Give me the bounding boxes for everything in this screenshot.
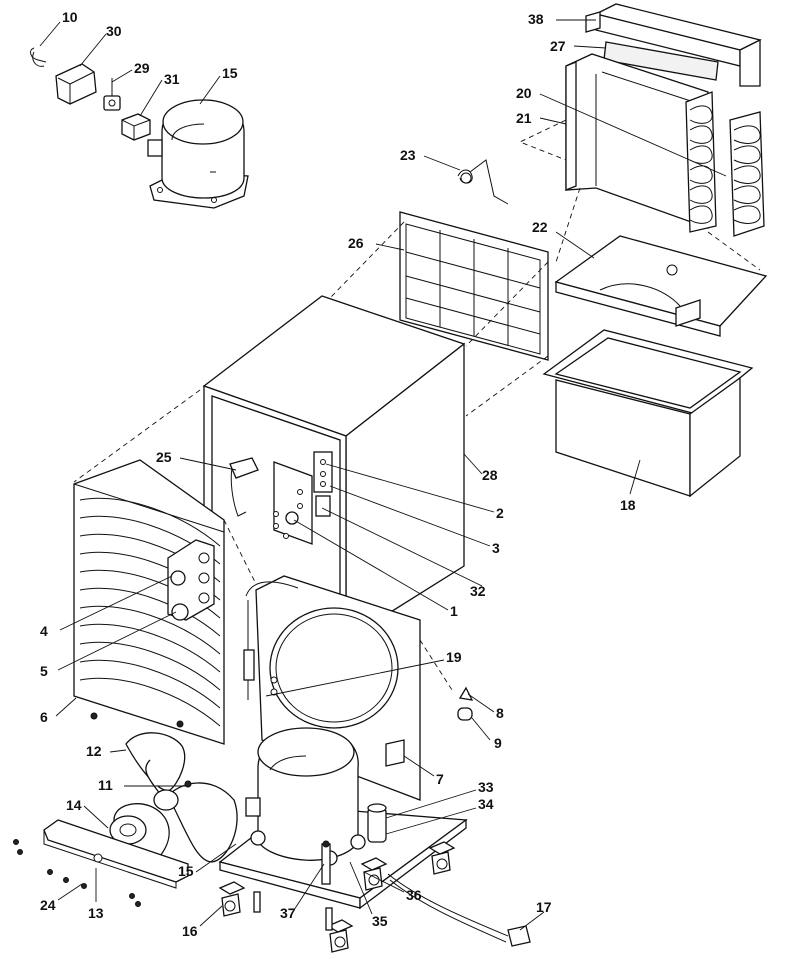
- callout-14: 14: [66, 797, 82, 813]
- wire-clip-part-10: [30, 47, 47, 67]
- callout-6: 6: [40, 709, 48, 725]
- insulation-strip-part-27: [603, 41, 719, 81]
- callout-16: 16: [182, 923, 198, 939]
- filter-grille-part-26: [399, 211, 549, 361]
- callout-21: 21: [516, 110, 532, 126]
- callout-3: 3: [492, 540, 500, 556]
- wire-harness-part-25: [229, 457, 259, 517]
- callout-27: 27: [550, 38, 566, 54]
- control-panel-parts-4-5: [167, 539, 215, 621]
- callout-30: 30: [106, 23, 122, 39]
- callout-26: 26: [348, 235, 364, 251]
- callout-10: 10: [62, 9, 78, 25]
- callout-35: 35: [372, 913, 388, 929]
- assembly-guides: [73, 119, 761, 691]
- callout-23: 23: [400, 147, 416, 163]
- standoff-part-37: [321, 840, 331, 885]
- callout-5: 5: [40, 663, 48, 679]
- caster-front: [326, 919, 354, 953]
- fan-cap-part-11: [184, 780, 192, 788]
- callout-28: 28: [482, 467, 498, 483]
- compressor-part-15-top: [147, 99, 249, 209]
- callout-20: 20: [516, 85, 532, 101]
- callout-7: 7: [436, 771, 444, 787]
- callout-25: 25: [156, 449, 172, 465]
- callout-8: 8: [496, 705, 504, 721]
- callout-22: 22: [532, 219, 548, 235]
- callout-17: 17: [536, 899, 552, 915]
- callout-9: 9: [494, 735, 502, 751]
- caster-back: [360, 857, 388, 891]
- callout-12: 12: [86, 743, 102, 759]
- callout-13: 13: [88, 905, 104, 921]
- relay-cover-part-30: [55, 63, 97, 105]
- callout-38: 38: [528, 11, 544, 27]
- switch-plate-parts-2-3-32-1: [273, 451, 333, 545]
- caster-right: [428, 841, 456, 875]
- callout-4: 4: [40, 623, 48, 639]
- callout-37: 37: [280, 905, 296, 921]
- motor-bracket-part-13: [13, 819, 189, 907]
- evaporator-part-20-21: [565, 53, 765, 237]
- water-tank-part-18: [542, 329, 754, 498]
- relay-part-31: [121, 113, 151, 141]
- callout-15-top: 15: [222, 65, 238, 81]
- evaporator-tray-part-22: [554, 235, 768, 337]
- callout-15-base: 15: [178, 863, 194, 879]
- thermostat-bulb-part-23: [457, 159, 509, 205]
- callout-1: 1: [450, 603, 458, 619]
- callout-36: 36: [406, 887, 422, 903]
- front-panel-part-6: [73, 459, 225, 745]
- caster-left: [218, 881, 246, 917]
- callout-19: 19: [446, 649, 462, 665]
- leader-lines: [39, 19, 727, 931]
- callout-31: 31: [164, 71, 180, 87]
- callout-11: 11: [98, 777, 113, 793]
- callout-32: 32: [470, 583, 486, 599]
- thermistor-parts-8-9: [457, 686, 474, 721]
- cabinet-part-28: [202, 295, 466, 642]
- top-cover-part-38: [585, 3, 762, 87]
- callout-29: 29: [134, 60, 150, 76]
- power-cord-part-17: [387, 873, 531, 947]
- callout-33: 33: [478, 779, 494, 795]
- callout-18: 18: [620, 497, 636, 513]
- callout-34: 34: [478, 796, 494, 812]
- callout-labels: 10 30 29 31 15 38 27 20 21 23 22 26 25 2…: [40, 9, 636, 939]
- compressor-part-15-base: [245, 727, 366, 866]
- casters-part-16: [218, 841, 456, 953]
- callout-2: 2: [496, 505, 504, 521]
- callout-24: 24: [40, 897, 56, 913]
- capacitor-parts-33-34: [367, 739, 405, 843]
- overload-part-29: [103, 78, 121, 111]
- fan-blade-part-12: [125, 732, 238, 863]
